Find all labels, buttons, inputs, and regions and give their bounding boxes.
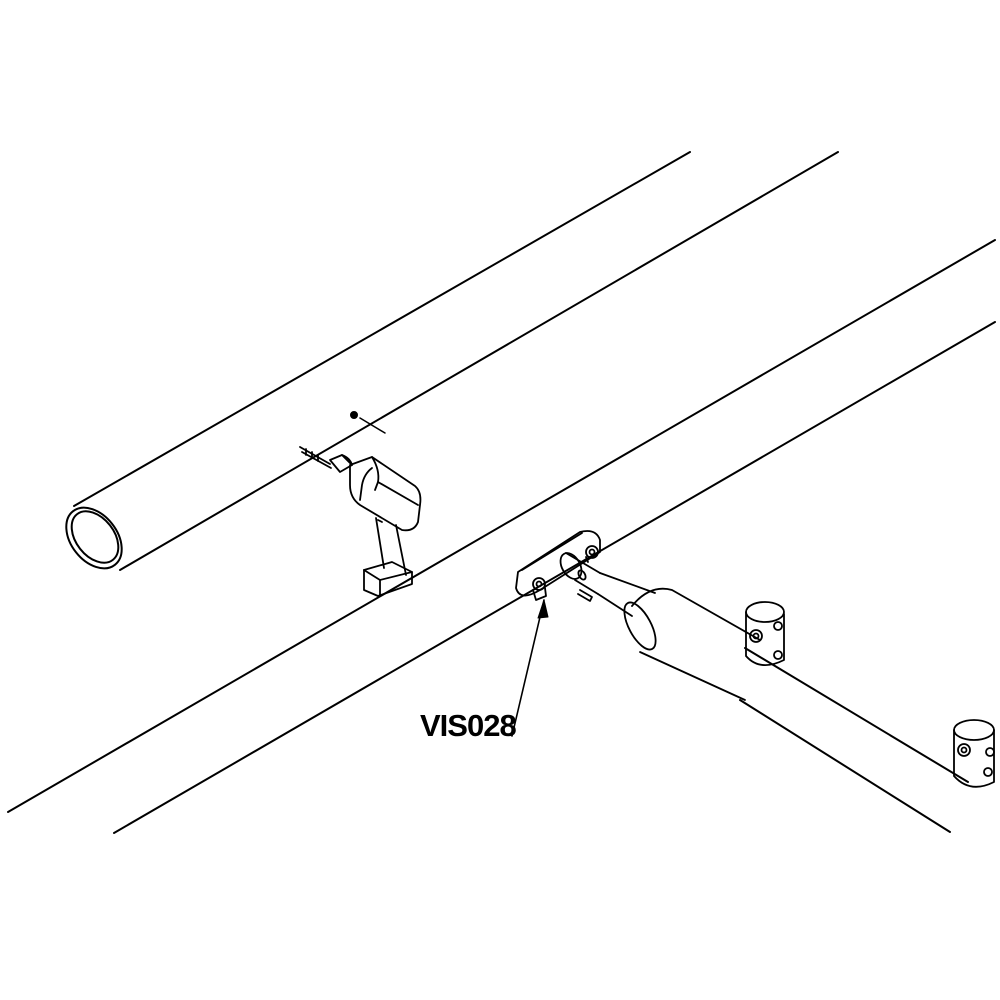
lower-tube-bottom-edge <box>113 321 996 834</box>
part-number-label: VIS028 <box>420 708 516 743</box>
bracket-rod <box>559 552 656 617</box>
upper-tube-bottom-edge <box>119 151 839 571</box>
plate-screw-right-icon <box>585 545 599 559</box>
mounting-plate <box>515 530 601 601</box>
power-drill-icon <box>299 446 422 597</box>
screw-guide-line <box>359 417 386 434</box>
upper-tube-end-inner <box>70 510 120 564</box>
support-rail <box>739 647 969 833</box>
cable-holder-upper <box>745 601 785 666</box>
lower-handrail-tube <box>7 239 996 834</box>
screw-marker <box>350 411 386 434</box>
plate-screw-left-icon <box>532 577 546 591</box>
callout-leader <box>511 599 549 737</box>
upper-tube-end-outer <box>65 506 123 570</box>
screw-head-icon <box>350 411 358 419</box>
cable-holder-lower <box>953 719 995 788</box>
bracket-sleeve <box>623 587 761 701</box>
upper-handrail-tube <box>65 151 839 571</box>
upper-tube-top-edge <box>73 151 691 507</box>
lower-tube-top-edge <box>7 239 996 813</box>
